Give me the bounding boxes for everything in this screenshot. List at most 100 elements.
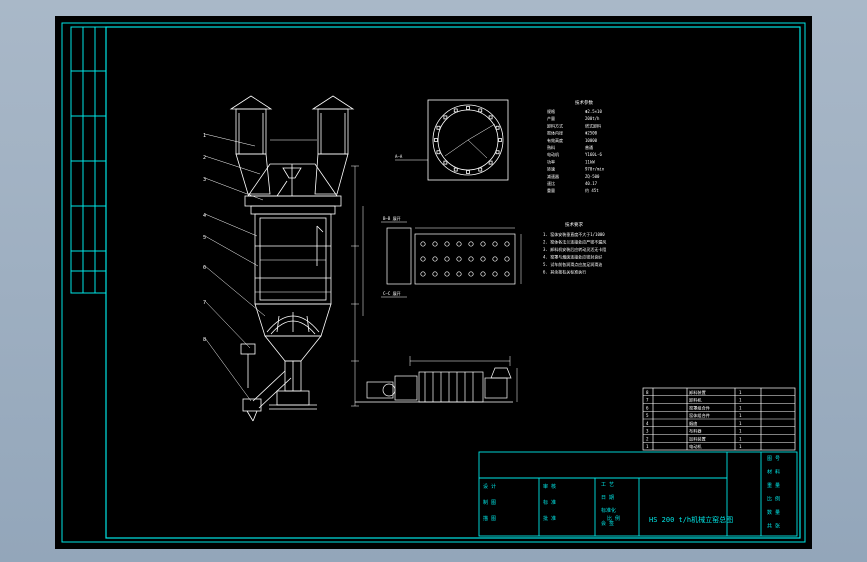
part-no: 7 [646,398,649,403]
bolt-hole [504,271,510,277]
part-no: 6 [646,405,649,410]
tech-param-value: Φ2.5×10 [585,109,602,114]
leader-1: 1 [203,133,206,139]
bolt-hole [432,271,438,277]
bolt-hole [468,256,474,262]
bolt-hole [468,271,474,277]
tech-param-value: 10000 [585,138,598,143]
tech-params-heading: 技术参数 [575,99,593,106]
bolt-hole [420,241,426,247]
title-block-label: 描 图 [483,515,496,522]
scale-label: 比 例 [607,515,620,522]
bolt-hole [420,271,426,277]
part-qty: 1 [739,390,742,395]
bolt-hole [444,256,450,262]
bolt-hole [456,271,462,277]
tech-param-value: 普通 [585,144,593,150]
leader-7: 7 [203,300,206,306]
leader-3: 3 [203,177,206,183]
tech-param-key: 产量 [547,115,555,121]
tech-param-value: 塔式卸料 [585,122,601,128]
part-no: 2 [646,436,649,441]
bolt-hole [453,167,458,172]
tech-param-key: 转速 [547,166,555,172]
leader-2: 2 [203,155,206,161]
title-block-label: 数 量 [767,509,780,516]
part-qty: 1 [739,405,742,410]
bolt-hole [504,256,510,262]
tech-param-key: 电动机 [547,151,559,157]
tech-param-key: 减速器 [547,173,559,179]
title-block-right-col: 图 号材 料重 量比 例数 量共 张 [767,456,780,530]
title-block-label: 标准化 [601,507,616,514]
inner-frame [105,26,801,539]
part-qty: 1 [739,436,742,441]
bolt-hole [480,256,486,262]
section-label-top: A—A [395,154,403,159]
tech-param-value: 200t/h [585,116,600,121]
part-qty: 1 [739,444,742,449]
cad-viewport[interactable]: 1 2 3 4 5 6 7 8 A—A 技术参数 规格 Φ2.5×10 产量 200t… [55,16,812,549]
bolt-hole [466,106,470,110]
bolt-hole [443,115,448,120]
leader-5: 5 [203,235,206,241]
title-block-label: 重 量 [767,482,780,489]
part-no: 4 [646,421,649,426]
title-block-left-col: 设 计制 图描 图审 核标 准批 准 [483,483,556,522]
bolt-hole [436,125,441,130]
tech-param-key: 功率 [547,158,555,164]
leader-6: 6 [203,265,206,271]
tech-param-value: 970r/min [585,167,605,172]
part-no: 8 [646,390,649,395]
tech-param-key: 速比 [547,180,555,186]
tech-param-key: 规格 [547,108,555,114]
drive-assembly-view [355,356,518,403]
bolt-hole [453,108,458,113]
bolt-ring [434,106,502,174]
tech-param-key: 有效高度 [547,137,563,143]
title-block-label: 设 计 [483,483,496,490]
bolt-grid [420,241,510,277]
tech-param-key: 窑体内径 [547,130,563,136]
bolt-hole [478,167,483,172]
drawing-title[interactable]: HS 200 t/h机械立窑总图 [649,515,733,524]
part-no: 1 [646,444,649,449]
tech-param-value: 40.17 [585,181,598,186]
tech-param-value: 约 45t [585,187,599,193]
tech-req-line: 5. 试车前各润滑点应加足润滑油 [543,261,602,267]
bolt-hole [443,160,448,165]
binding-strip [70,26,107,294]
tech-param-value: Y160L-6 [585,152,602,157]
title-block-label: 比 例 [767,496,780,503]
tech-param-value: 11kW [585,159,595,164]
tech-req-line: 1. 窑体安装垂直度不大于1/1000 [543,231,605,237]
part-qty: 1 [739,413,742,418]
part-name: 电动机 [689,443,702,450]
bolt-hole [478,108,483,113]
bolt-hole [420,256,426,262]
title-block-label: 工 艺 [601,482,614,488]
part-no: 3 [646,429,649,434]
leader-numbers: 1 2 3 4 5 6 7 8 [203,133,206,343]
outer-frame [61,22,806,543]
bolt-hole [456,241,462,247]
section-label-bolt: B—B 展开 [383,215,401,221]
kiln-elevation [204,95,364,422]
title-block-label: 审 核 [543,483,556,490]
tech-param-key: 卸料方式 [547,122,563,128]
bolt-hole [495,125,500,130]
title-block-label: 图 号 [767,456,780,462]
drawing-canvas: 1 2 3 4 5 6 7 8 A—A 技术参数 规格 Φ2.5×10 产量 200t… [61,22,806,543]
leader-8: 8 [203,337,206,343]
section-view-top: A—A [395,99,509,181]
part-name: 烟囱 [689,420,697,427]
tech-param-value: ZQ-500 [585,174,600,179]
bolt-hole [444,271,450,277]
bolt-hole [456,256,462,262]
bolt-hole [488,115,493,120]
